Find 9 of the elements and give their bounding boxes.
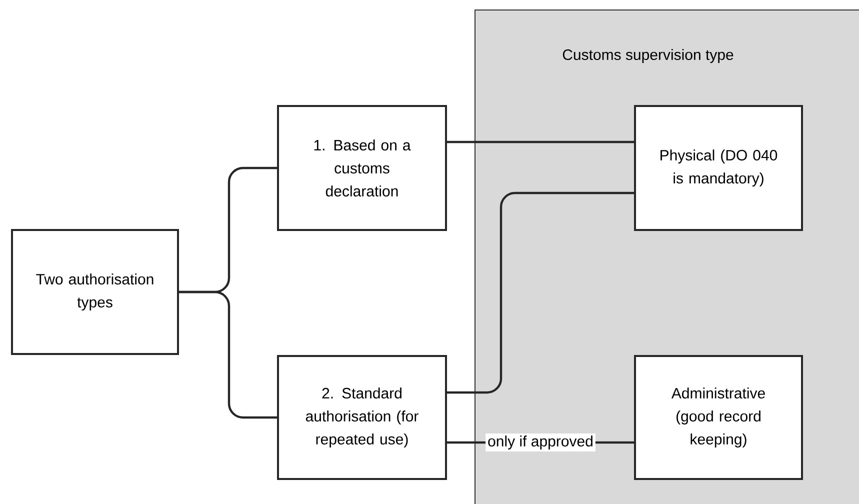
- process-box: Administrative (good record keeping): [634, 355, 803, 480]
- connector-line: [447, 192, 634, 394]
- connector-line: [179, 290, 277, 419]
- connector-line: [447, 140, 634, 144]
- process-box: 1. Based on a customs declaration: [277, 105, 447, 231]
- process-box: Physical (DO 040 is mandatory): [634, 105, 803, 231]
- edge-label: only if approved: [486, 434, 596, 452]
- process-box: 2. Standard authorisation (for repeated use): [277, 355, 447, 480]
- process-box: Two authorisation types: [11, 229, 179, 355]
